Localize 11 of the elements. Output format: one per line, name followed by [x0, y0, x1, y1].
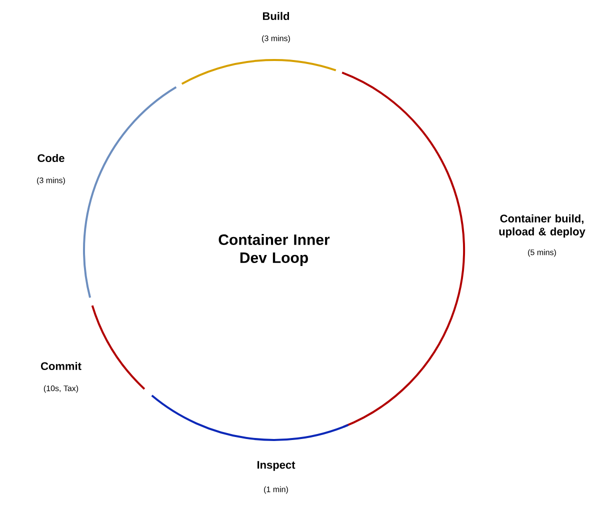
duration-label: (10s, Tax) — [44, 385, 78, 393]
duration-label: (3 mins) — [37, 177, 65, 185]
title: Container Inner Dev Loop — [218, 234, 330, 266]
duration-label: (5 mins) — [528, 249, 556, 257]
stage-label: Commit — [40, 362, 82, 370]
duration-label: (3 mins) — [262, 35, 290, 43]
stage-label: Code — [38, 154, 64, 162]
duration-label: (1 min) — [264, 486, 288, 494]
stage-label: Container build, upload & deploy — [499, 214, 586, 238]
stage-label: Build — [263, 12, 290, 20]
stage-label: Inspect — [257, 461, 296, 471]
